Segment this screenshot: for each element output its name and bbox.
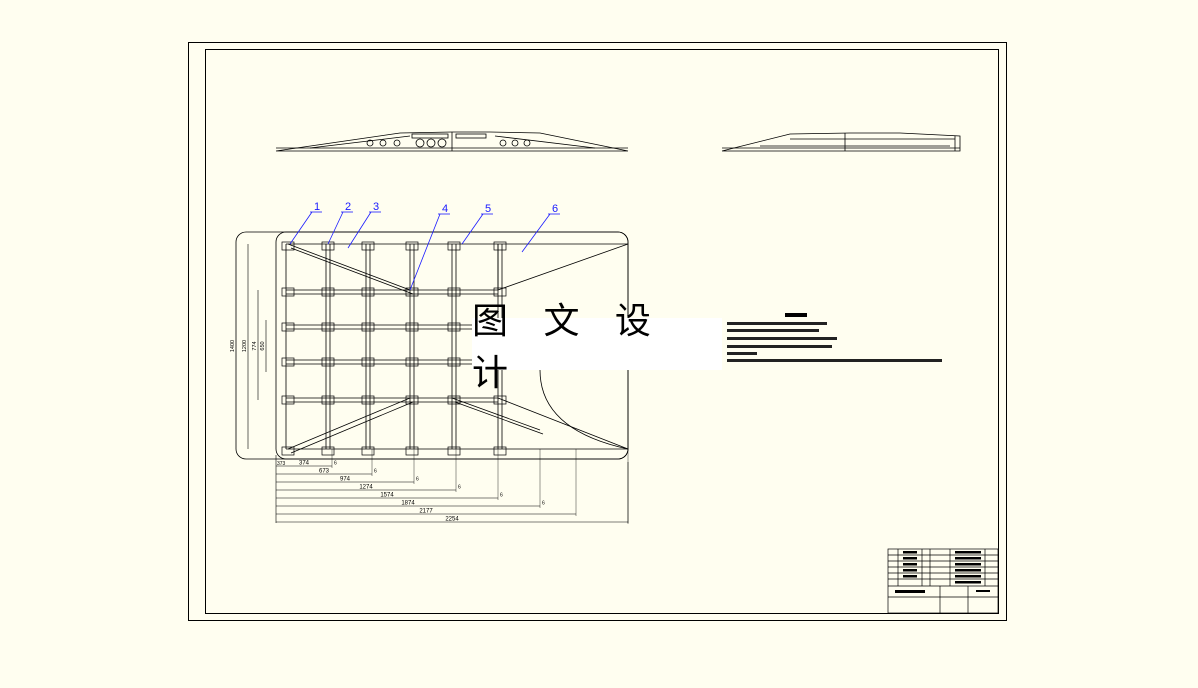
dimension-text-small: 6 [416,477,419,483]
gusset-plate [493,446,507,456]
gusset-plate [321,357,335,367]
dimension-text-small: 6 [458,485,461,491]
dimension-text-vertical: 1400 [230,340,236,352]
dimension-text-small: 6 [334,461,337,467]
gusset-plate [447,287,461,297]
dimension-text: 2177 [419,509,433,515]
balloon-leader [521,213,551,253]
diagonal-brace [290,401,414,454]
balloon-leader [409,213,441,291]
diagonal-brace [290,247,414,295]
gusset-plate [493,287,507,297]
diagonal-brace [287,243,411,291]
gusset-plate [281,322,295,332]
corner-dimension-text: 373 [277,461,286,467]
gusset-plate [493,241,507,251]
gusset-plate [281,287,295,297]
gusset-plate [321,241,335,251]
inner-border [205,49,999,614]
dimension-text: 974 [340,477,351,483]
gusset-plate [281,395,295,405]
gusset-plate [321,287,335,297]
balloon-label: 6 [552,203,558,215]
gusset-plate [447,322,461,332]
dimension-text: 1274 [359,485,373,491]
balloon-label: 4 [442,203,448,215]
title-block [887,548,999,614]
dimension-text: 1874 [401,501,415,507]
gusset-plate [361,357,375,367]
gusset-plate [321,446,335,456]
gusset-plate [405,241,419,251]
gusset-plate [361,241,375,251]
gusset-plate [281,446,295,456]
gusset-plate [361,446,375,456]
balloon-leader [461,213,484,245]
gusset-plate [405,357,419,367]
gusset-plate [281,357,295,367]
gusset-plate [321,395,335,405]
balloon-label: 5 [485,203,491,215]
gusset-plate [447,446,461,456]
dimension-text-small: 6 [374,469,377,475]
side-view [721,132,961,152]
gusset-plate [321,322,335,332]
balloon-leader [327,211,344,245]
gusset-plate [405,446,419,456]
gusset-plate [361,287,375,297]
balloon-label: 1 [314,201,320,213]
diagonal-brace [454,401,544,435]
diagonal-brace [451,397,541,431]
dimension-text-vertical: 774 [252,341,258,350]
outer-border [188,42,1007,621]
dimension-text-vertical: 1200 [242,340,248,352]
gusset-plate [361,322,375,332]
balloon-label: 2 [345,201,351,213]
dimension-text-small: 6 [500,493,503,499]
balloon-leader [347,211,372,249]
gusset-plate [361,395,375,405]
balloon-label: 3 [373,201,379,213]
gusset-plate [447,241,461,251]
front-view [275,131,629,152]
dimension-text: 673 [319,469,330,475]
dimension-text-small: 6 [542,501,545,507]
watermark: 图 文 设 计 [472,301,722,394]
balloon-leader [289,211,313,245]
gusset-plate [405,287,419,297]
diagonal-brace [287,397,411,450]
dimension-text: 2254 [445,517,459,523]
technical-notes [727,313,942,362]
gusset-plate [493,395,507,405]
dimension-text: 374 [299,461,310,467]
dimension-text: 1574 [380,493,394,499]
gusset-plate [405,322,419,332]
gusset-plate [447,357,461,367]
dimension-text-vertical: 650 [260,341,266,350]
gusset-plate [447,395,461,405]
